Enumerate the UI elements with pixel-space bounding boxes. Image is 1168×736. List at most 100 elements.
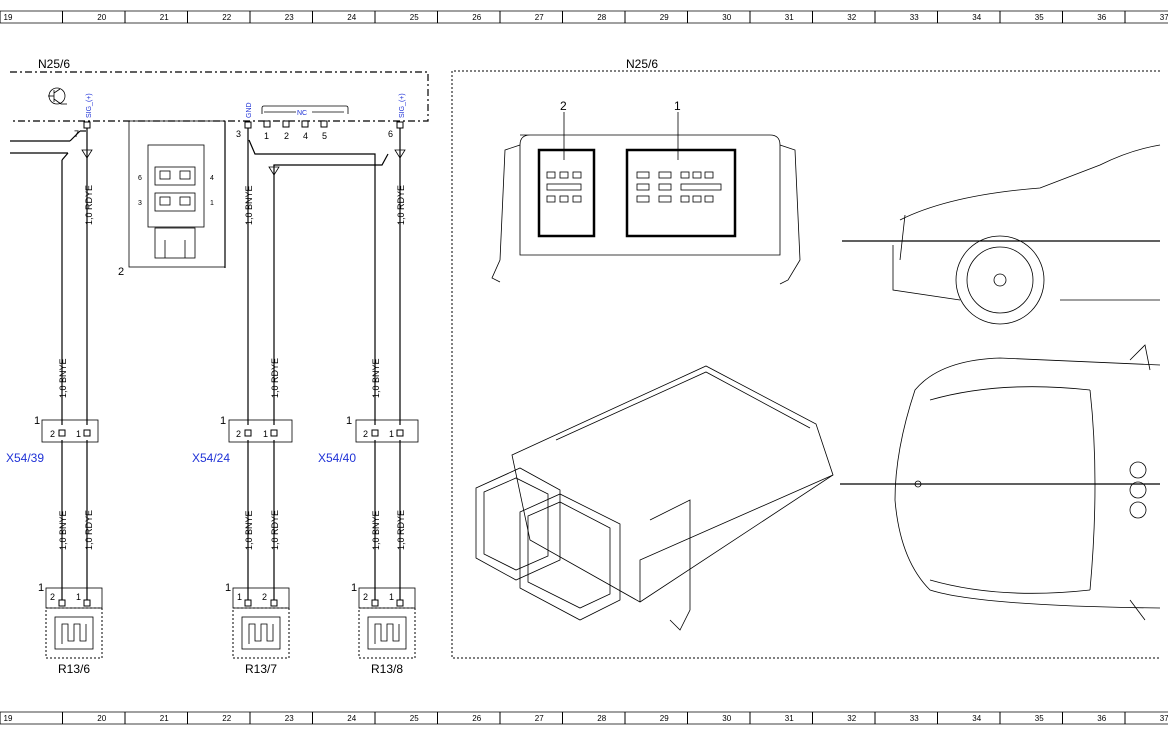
pin-label: 2 xyxy=(50,429,55,439)
pin-label: 2 xyxy=(50,592,55,602)
pin-6-label: 6 xyxy=(388,129,393,139)
ruler-column-number: 27 xyxy=(535,714,544,723)
small-conn-pin-1: 1 xyxy=(210,200,214,207)
connector-ref: 1 xyxy=(34,415,40,427)
pin-3-label: 3 xyxy=(236,129,241,139)
detail-connector-1: 1 xyxy=(674,99,681,113)
ruler-column-number: 34 xyxy=(972,13,981,22)
ruler-column-number: 31 xyxy=(785,13,794,22)
connector-x54-39: 2 1 1 X54/39 xyxy=(6,415,99,465)
vehicle-side-view xyxy=(842,144,1161,325)
ruler-column-number: 21 xyxy=(160,13,169,22)
ruler-column-number: 36 xyxy=(1097,714,1106,723)
pin-3-terminal xyxy=(244,121,252,129)
ruler-column-number: 29 xyxy=(660,714,669,723)
ruler-column-number: 20 xyxy=(97,13,106,22)
detail-connector-2: 2 xyxy=(560,99,567,113)
ruler-column-number: 23 xyxy=(285,13,294,22)
nc-pin-4: 4 xyxy=(303,131,308,141)
wire-label: 1,0 RDYE xyxy=(84,185,94,225)
connector-x54-24: 2 1 1 X54/24 xyxy=(192,415,293,465)
wire-label: 1,0 BNYE xyxy=(244,185,254,225)
x54-connectors: 2 1 1 X54/39 2 1 1 X54/24 2 1 1 X54/40 xyxy=(6,415,419,465)
wire-label: 1,0 BNYE xyxy=(58,358,68,398)
pin-label: 1 xyxy=(389,429,394,439)
small-conn-ref: 2 xyxy=(118,266,124,278)
wire-label: 1,0 BNYE xyxy=(371,358,381,398)
connector-label-x54-24: X54/24 xyxy=(192,451,230,465)
connector-x54-40: 2 1 1 X54/40 xyxy=(318,415,419,465)
component-location-panel: N25/6 xyxy=(451,57,1161,659)
pin-label: 1 xyxy=(76,592,81,602)
wire-labels: 1,0 BNYE 1,0 RDYE 1,0 BNYE 1,0 RDYE 1,0 … xyxy=(58,185,406,550)
ruler-column-number: 35 xyxy=(1035,714,1044,723)
nc-pin-2: 2 xyxy=(284,131,289,141)
heater-r13-8: 2 1 1 R13/8 xyxy=(351,582,416,676)
connector-pictogram: 6 4 3 1 2 xyxy=(118,120,226,278)
nc-pin-5: 5 xyxy=(322,131,327,141)
pin-label: 2 xyxy=(236,429,241,439)
heater-label-r13-8: R13/8 xyxy=(371,662,403,676)
transistor-icon xyxy=(48,87,67,105)
heater-label-r13-6: R13/6 xyxy=(58,662,90,676)
pin-label: 1 xyxy=(263,429,268,439)
ruler-column-number: 34 xyxy=(972,714,981,723)
wire-label: 1,0 BNYE xyxy=(244,510,254,550)
pin-label: 1 xyxy=(237,592,242,602)
ruler-column-number: 33 xyxy=(910,13,919,22)
heater-ref: 1 xyxy=(351,582,357,594)
ruler-column-number: 22 xyxy=(222,13,231,22)
ruler-column-number: 30 xyxy=(722,714,731,723)
module-label-left: N25/6 xyxy=(38,57,70,71)
heater-label-r13-7: R13/7 xyxy=(245,662,277,676)
ruler-column-number: 19 xyxy=(4,13,13,22)
module-n25-6-schematic: N25/6 SIG_(+) 7 GND 3 NC 1 2 4 5 xyxy=(10,57,429,141)
wire-label: 1,0 RDYE xyxy=(270,510,280,550)
ruler-column-number: 32 xyxy=(847,13,856,22)
connector-face-view: 2 1 xyxy=(491,99,801,285)
pin-label: 2 xyxy=(363,429,368,439)
sig-left-label: SIG_(+) xyxy=(86,93,93,118)
wire-label: 1,0 RDYE xyxy=(270,358,280,398)
ruler-column-number: 35 xyxy=(1035,13,1044,22)
ruler-column-number: 25 xyxy=(410,714,419,723)
nc-pin-1: 1 xyxy=(264,131,269,141)
pin-7-terminal xyxy=(83,121,91,129)
ruler-column-number: 27 xyxy=(535,13,544,22)
sig-right-label: SIG_(+) xyxy=(399,93,406,118)
ruler-column-number: 19 xyxy=(4,714,13,723)
ruler-column-number: 28 xyxy=(597,714,606,723)
ruler-column-number: 30 xyxy=(722,13,731,22)
connector-label-x54-40: X54/40 xyxy=(318,451,356,465)
wires xyxy=(10,121,406,602)
wire-label: 1,0 RDYE xyxy=(396,185,406,225)
ruler-column-number: 24 xyxy=(347,714,356,723)
pin-6-terminal xyxy=(396,121,404,129)
module-label-right: N25/6 xyxy=(626,57,658,71)
ruler-column-number: 37 xyxy=(1160,714,1168,723)
heater-r13-7: 1 2 1 R13/7 xyxy=(225,582,290,676)
small-conn-pin-4: 4 xyxy=(210,175,214,182)
ruler-column-number: 23 xyxy=(285,714,294,723)
heater-r13-6: 2 1 1 R13/6 xyxy=(38,582,103,676)
vehicle-top-view xyxy=(894,344,1161,621)
wire-label: 1,0 BNYE xyxy=(371,510,381,550)
ruler-column-number: 26 xyxy=(472,13,481,22)
pin-label: 1 xyxy=(389,592,394,602)
ruler-column-number: 25 xyxy=(410,13,419,22)
pin-label: 2 xyxy=(262,592,267,602)
connector-ref: 1 xyxy=(220,415,226,427)
ruler-column-number: 20 xyxy=(97,714,106,723)
ruler-column-number: 24 xyxy=(347,13,356,22)
ruler-column-number: 26 xyxy=(472,714,481,723)
ruler-column-number: 21 xyxy=(160,714,169,723)
wire-label: 1,0 BNYE xyxy=(58,510,68,550)
control-module-3d-view xyxy=(475,365,1160,631)
connector-ref: 1 xyxy=(346,415,352,427)
ruler-column-number: 37 xyxy=(1160,13,1168,22)
heater-ref: 1 xyxy=(38,582,44,594)
pin-label: 1 xyxy=(76,429,81,439)
ruler-column-number: 22 xyxy=(222,714,231,723)
